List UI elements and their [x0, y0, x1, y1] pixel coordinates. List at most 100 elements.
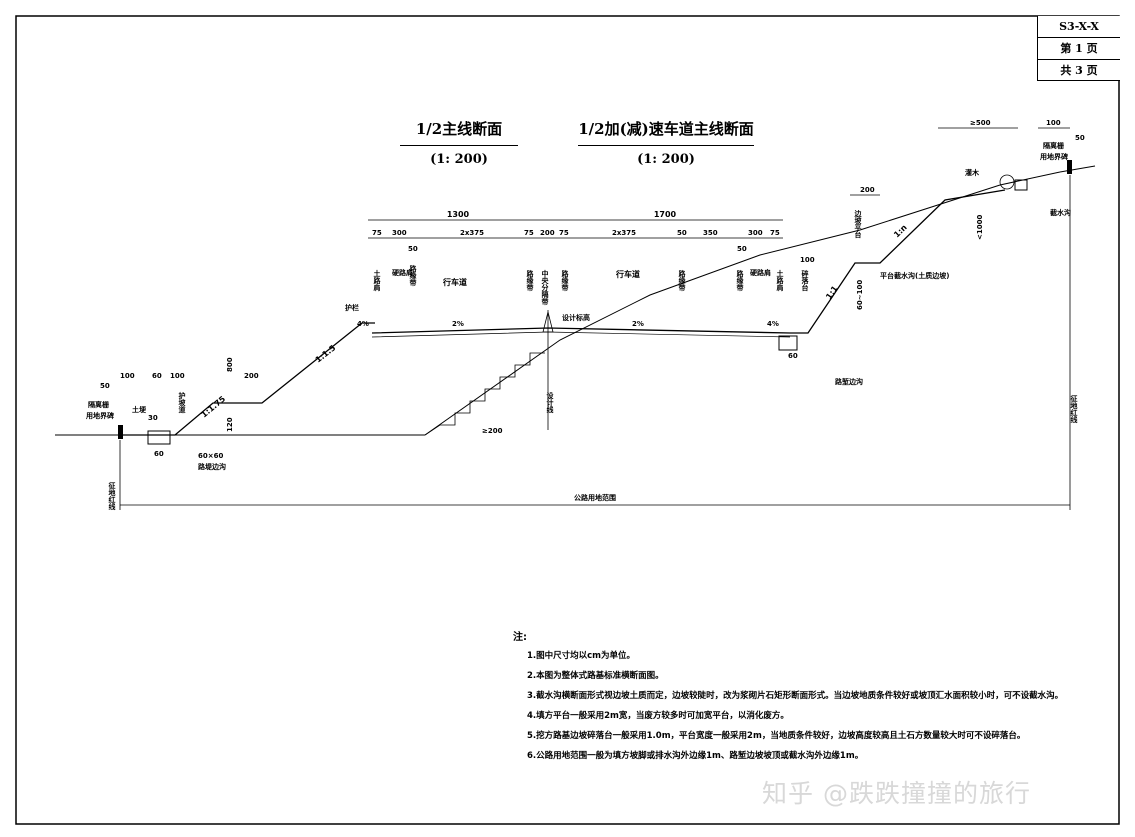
- dim-100-left: 100: [120, 372, 135, 380]
- heading-main-scale: (1: 200): [430, 152, 488, 167]
- dim-60x60: 60×60: [198, 452, 223, 460]
- label-crossfall-right: 2%: [632, 320, 644, 328]
- label-interception: 截水沟: [1050, 208, 1071, 217]
- note-item: 5.挖方路基边坡碎落台一般采用1.0m，平台宽度一般采用2m，当地质条件较好，边…: [527, 731, 1026, 741]
- label-marker-left: 用地界碑: [86, 411, 114, 420]
- note-item: 1.图中尺寸均以cm为单位。: [527, 651, 636, 661]
- label-red-line-left: 征地红线: [108, 481, 117, 511]
- drawing-frame: [15, 15, 1120, 825]
- label-marking-right-2: 路缘带: [736, 269, 745, 292]
- label-median: 中央分隔带: [541, 269, 550, 306]
- sheet-number: 第 1 页: [1038, 38, 1120, 60]
- label-berm: 护坡道: [178, 391, 187, 414]
- label-earth-bank: 土埂: [132, 405, 147, 414]
- dim-75-c: 75: [559, 229, 569, 237]
- dim-300-b: 300: [748, 229, 763, 237]
- cut-slope: [790, 189, 1006, 334]
- note-item: 3.截水沟横断面形式视边坡土质而定，边坡较陡时，改为浆砌片石矩形断面形式。当边坡…: [527, 691, 1064, 701]
- dim-800: 800: [226, 357, 234, 372]
- note-item: 2.本图为整体式路基标准横断面图。: [527, 671, 664, 681]
- label-design-elev: 设计标高: [562, 313, 590, 322]
- label-earth-shoulder-right: 土路肩: [776, 269, 785, 292]
- label-slope-1-1: 1:1: [824, 284, 840, 301]
- label-land-range: 公路用地范围: [574, 493, 616, 502]
- label-marking-right: 路缘带: [678, 269, 687, 292]
- label-red-line-right: 征地红线: [1070, 394, 1079, 424]
- label-shrub: 灌木: [965, 168, 980, 177]
- median-marker: [542, 311, 554, 333]
- dim-1300: 1300: [447, 210, 470, 219]
- pavement-base: [371, 331, 791, 338]
- notes-header: 注:: [513, 632, 527, 643]
- dim-50-c: 50: [737, 245, 747, 253]
- interception-ditch-shape: [1014, 179, 1028, 191]
- dim-50-b: 50: [408, 245, 418, 253]
- dim-60-100: 60~100: [856, 280, 864, 310]
- label-crushed-platform: 碎落台: [801, 269, 810, 292]
- note-item: 6.公路用地范围一般为填方坡脚或排水沟外边缘1m、路堑边坡坡顶或截水沟外边缘1m…: [527, 751, 864, 761]
- dim-60-top: 60: [152, 372, 162, 380]
- label-lane-left: 行车道: [442, 277, 467, 287]
- dim-100-right: 100: [1046, 119, 1061, 127]
- label-crossfall-4-right: 4%: [767, 320, 779, 328]
- dim-1000: <1000: [976, 215, 984, 240]
- label-crossfall-left: 2%: [452, 320, 464, 328]
- label-step: ≥200: [482, 427, 503, 435]
- benching-steps: [424, 352, 545, 436]
- label-earth-shoulder-left: 土路肩: [373, 269, 382, 292]
- label-marker-right: 用地界碑: [1040, 152, 1068, 161]
- dim-50-right: 50: [1075, 134, 1085, 142]
- heading-main-title: 1/2主线断面: [415, 120, 503, 138]
- dim-2x375-b: 2x375: [612, 229, 636, 237]
- shrub-symbol: [999, 174, 1015, 190]
- dim-100-top: 100: [170, 372, 185, 380]
- label-platform-ditch: 平台截水沟(土质边坡): [880, 271, 949, 280]
- dim-75-a: 75: [372, 229, 382, 237]
- notes-block: 注: 1.图中尺寸均以cm为单位。 2.本图为整体式路基标准横断面图。 3.截水…: [513, 628, 1103, 769]
- label-marking-mid-right: 路缘带: [561, 269, 570, 292]
- dim-75-d: 75: [770, 229, 780, 237]
- label-design-line: 设计线: [546, 391, 555, 414]
- label-fence-left: 隔离栅: [88, 400, 109, 409]
- label-hard-shoulder-left: 硬路肩: [392, 268, 413, 277]
- dim-1700: 1700: [654, 210, 677, 219]
- dim-2x375-a: 2x375: [460, 229, 484, 237]
- label-slope-1-1.5: 1:1.5: [314, 343, 338, 364]
- label-side-ditch: 路堑边沟: [835, 377, 863, 386]
- drawing-number: S3-X-X: [1038, 16, 1120, 38]
- ground-line-right: [1059, 165, 1096, 173]
- dim-500: ≥500: [970, 119, 991, 127]
- label-guardrail: 护栏: [345, 303, 359, 312]
- dim-100-crushed: 100: [800, 256, 815, 264]
- note-item: 4.填方平台一般采用2m宽，当废方较多时可加宽平台，以消化废方。: [527, 711, 789, 721]
- fill-slope: [120, 322, 375, 436]
- heading-main: 1/2主线断面 (1: 200): [400, 118, 518, 167]
- label-marking-mid-left: 路缘带: [526, 269, 535, 292]
- dim-300-a: 300: [392, 229, 407, 237]
- dim-200-left: 200: [244, 372, 259, 380]
- dim-60-ditch: 60: [788, 352, 798, 360]
- title-block: S3-X-X 第 1 页 共 3 页: [1037, 16, 1120, 81]
- dim-30: 30: [148, 414, 158, 422]
- label-crossfall-4-left: 4%: [357, 320, 369, 328]
- label-cut-platform: 边坡平台: [854, 209, 863, 239]
- label-hard-shoulder-right: 硬路肩: [750, 268, 771, 277]
- dim-200-mid: 200: [540, 229, 555, 237]
- label-lane-right: 行车道: [615, 269, 640, 279]
- fence-post-right: [1067, 160, 1072, 174]
- dim-75-b: 75: [524, 229, 534, 237]
- heading-ramp: 1/2加(减)速车道主线断面 (1: 200): [578, 118, 754, 167]
- pavement-surface: [371, 327, 791, 334]
- heading-ramp-scale: (1: 200): [637, 152, 695, 167]
- dim-350: 350: [703, 229, 718, 237]
- dim-60-bottom: 60: [154, 450, 164, 458]
- watermark: 知乎 @跌跌撞撞的旅行: [762, 779, 1031, 808]
- heading-ramp-title: 1/2加(减)速车道主线断面: [578, 120, 754, 138]
- dim-50-left: 50: [100, 382, 110, 390]
- side-ditch-shape: [778, 335, 798, 351]
- fence-post-left: [118, 425, 123, 439]
- dim-120: 120: [226, 417, 234, 432]
- dim-200-right: 200: [860, 186, 875, 194]
- label-slope-1-1.75: 1:1.75: [200, 394, 228, 419]
